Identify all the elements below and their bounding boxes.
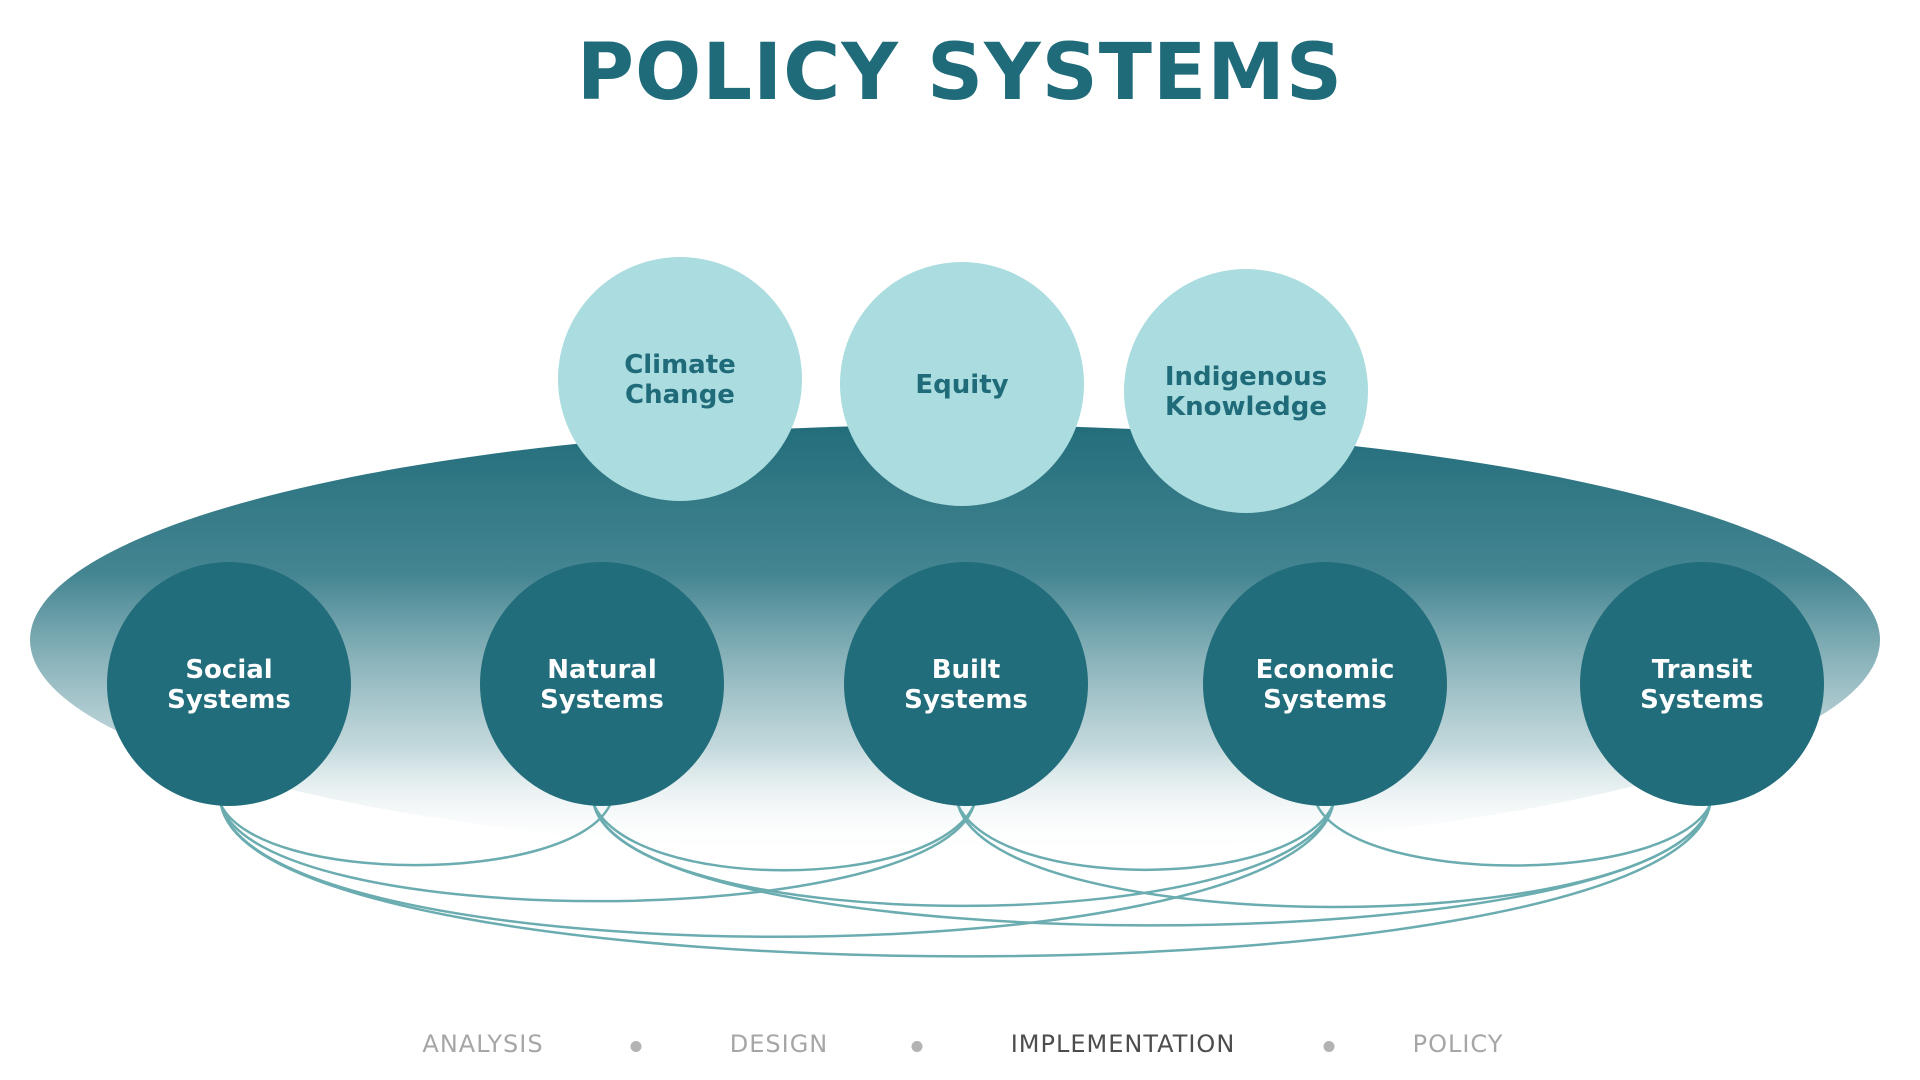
system-label-social-0: Social <box>185 655 272 685</box>
step-implementation[interactable]: IMPLEMENTATION <box>1010 1030 1236 1058</box>
step-separator-dot <box>911 1041 923 1052</box>
lens-label-indigenous-1: Knowledge <box>1165 392 1327 422</box>
connector-natural-built <box>592 804 976 872</box>
connector-group <box>219 804 1712 958</box>
step-separator-dot <box>1323 1041 1335 1052</box>
lens-label-climate-1: Change <box>625 380 735 410</box>
connector-social-natural <box>219 804 612 867</box>
system-label-transit-0: Transit <box>1652 655 1753 685</box>
system-label-natural-0: Natural <box>547 655 657 685</box>
system-node-group: SocialSystemsNaturalSystemsBuiltSystemsE… <box>107 562 1824 806</box>
system-circle-social <box>107 562 351 806</box>
connector-built-transit <box>956 804 1712 909</box>
system-circle-natural <box>480 562 724 806</box>
system-label-social-1: Systems <box>167 685 291 715</box>
system-circle-transit <box>1580 562 1824 806</box>
lens-label-indigenous-0: Indigenous <box>1165 362 1327 392</box>
lens-node-equity[interactable]: Equity <box>840 262 1084 506</box>
lens-circle-equity <box>840 262 1084 506</box>
connector-built-economic <box>956 804 1335 871</box>
step-design[interactable]: DESIGN <box>729 1030 829 1058</box>
system-circle-economic <box>1203 562 1447 806</box>
step-analysis[interactable]: ANALYSIS <box>422 1030 544 1058</box>
system-label-built-1: Systems <box>904 685 1028 715</box>
system-circle-built <box>844 562 1088 806</box>
step-policy[interactable]: POLICY <box>1412 1030 1504 1058</box>
connector-social-built <box>219 804 976 903</box>
lens-label-climate-0: Climate <box>624 350 736 380</box>
lens-circle-indigenous <box>1124 269 1368 513</box>
process-stepper: ANALYSIS DESIGN IMPLEMENTATION POLICY <box>0 1030 1920 1070</box>
system-label-economic-0: Economic <box>1256 655 1395 685</box>
connector-economic-transit <box>1315 804 1712 867</box>
page-title: POLICY SYSTEMS <box>576 28 1344 118</box>
system-label-natural-1: Systems <box>540 685 664 715</box>
lens-circle-climate <box>558 257 802 501</box>
system-label-economic-1: Systems <box>1263 685 1387 715</box>
system-label-transit-1: Systems <box>1640 685 1764 715</box>
step-separator-dot <box>630 1041 642 1052</box>
system-label-built-0: Built <box>932 655 1001 685</box>
connector-social-transit <box>219 804 1712 958</box>
lens-label-equity-0: Equity <box>915 370 1008 400</box>
